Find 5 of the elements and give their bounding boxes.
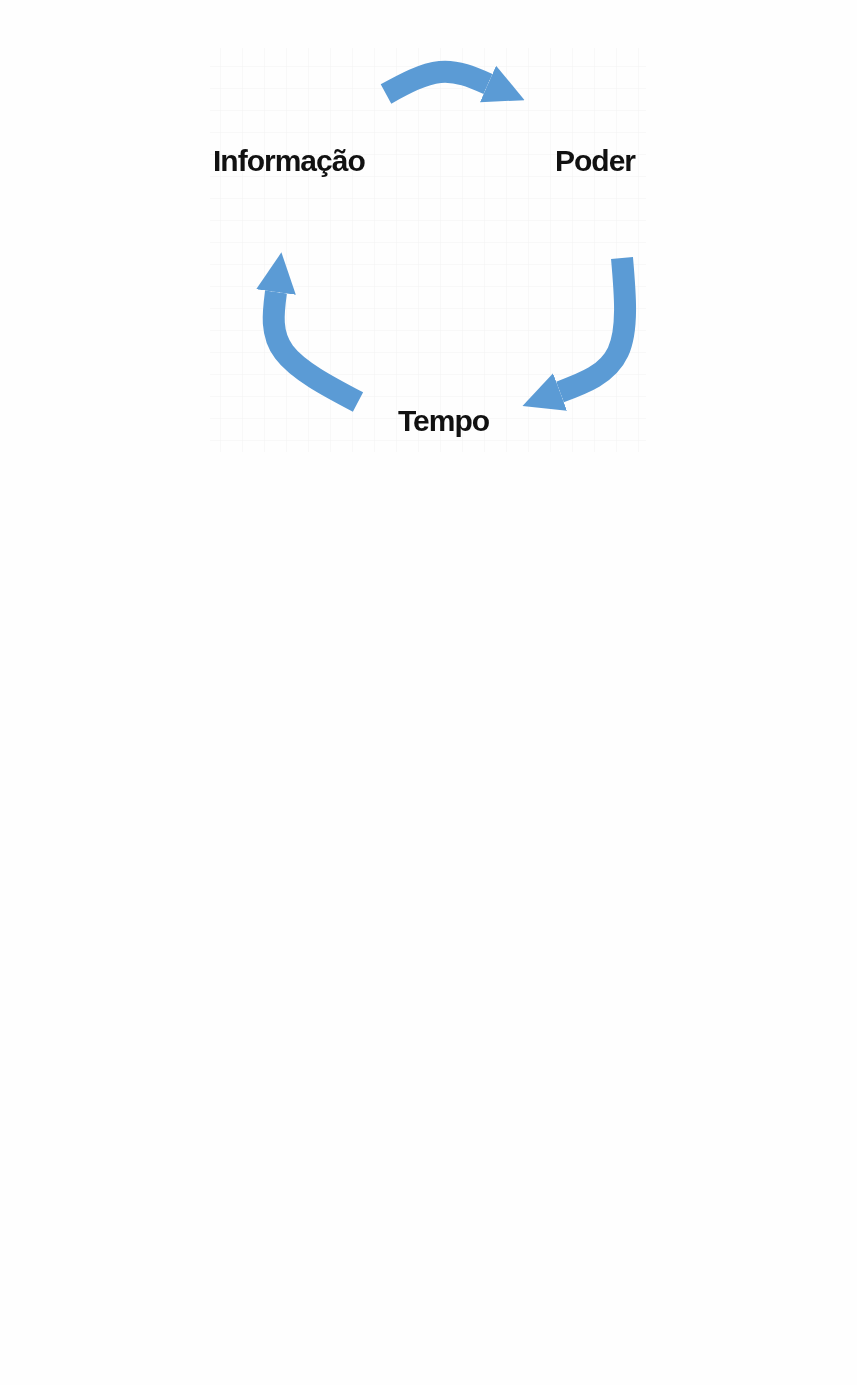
cycle-arrow	[522, 257, 637, 411]
cycle-label: Tempo	[398, 403, 490, 439]
cycle-arrow	[256, 252, 364, 412]
cycle-label: Informação	[213, 143, 365, 179]
cycle-label: Poder	[555, 143, 636, 179]
